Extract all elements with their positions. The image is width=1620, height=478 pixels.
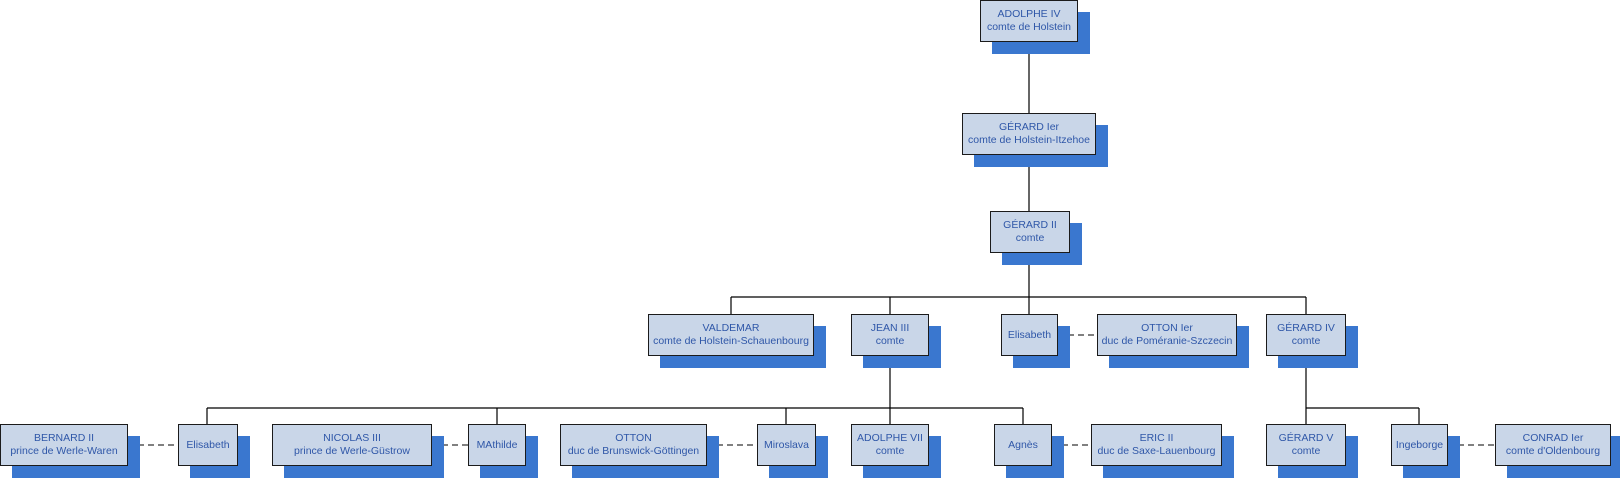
person-name: GÉRARD II [1003, 219, 1057, 231]
person-title: prince de Werle-Waren [10, 445, 118, 457]
person-name: OTTON [615, 432, 652, 444]
node-box: Agnès [994, 424, 1052, 466]
person-name: VALDEMAR [702, 322, 760, 334]
person-title: comte de Holstein-Itzehoe [968, 134, 1090, 146]
node-box: Elisabeth [178, 424, 238, 466]
person-title: comte [875, 335, 905, 347]
person-name: Miroslava [764, 438, 809, 451]
person-title: comte [875, 445, 905, 457]
person-title: duc de Brunswick-Göttingen [567, 445, 700, 457]
person-title: prince de Werle-Güstrow [294, 445, 410, 457]
person-name: GÉRARD IV [1277, 322, 1335, 334]
node-box: Elisabeth [1001, 314, 1058, 356]
person-name: GÉRARD V [1278, 432, 1334, 444]
person-title: comte de Holstein-Schauenbourg [653, 335, 809, 347]
person-name: ADOLPHE VII [857, 432, 923, 444]
node-box: Ingeborge [1391, 424, 1448, 466]
node-box: Miroslava [757, 424, 816, 466]
node-box: MAthilde [468, 424, 526, 466]
person-name: GÉRARD Ier [998, 121, 1060, 133]
person-title: comte [1291, 445, 1321, 457]
person-name: Elisabeth [1007, 328, 1052, 341]
person-name: Agnès [1008, 438, 1038, 451]
person-node-ingeborge: Ingeborge [1391, 424, 1460, 478]
person-name: JEAN III [870, 322, 910, 334]
person-title: comte [1015, 232, 1045, 244]
person-title: comte d'Oldenbourg [1505, 445, 1601, 457]
person-name: NICOLAS III [323, 432, 381, 444]
person-title: duc de Poméranie-Szczecin [1101, 335, 1233, 347]
person-name: ERIC II [1139, 432, 1174, 444]
person-name: Elisabeth [186, 438, 230, 451]
person-name: Ingeborge [1395, 438, 1444, 451]
person-title: comte de Holstein [986, 21, 1072, 33]
person-node-elisabeth-a: Elisabeth [1001, 314, 1070, 368]
person-node-elisabeth-b: Elisabeth [178, 424, 250, 478]
person-name: ADOLPHE IV [997, 8, 1061, 20]
person-node-mathilde: MAthilde [468, 424, 538, 478]
person-title: comte [1291, 335, 1321, 347]
person-name: BERNARD II [33, 432, 95, 444]
person-title: duc de Saxe-Lauenbourg [1097, 445, 1216, 457]
person-name: CONRAD Ier [1522, 432, 1584, 444]
person-node-miroslava: Miroslava [757, 424, 828, 478]
person-node-agnes: Agnès [994, 424, 1064, 478]
person-name: MAthilde [476, 438, 518, 451]
person-name: OTTON Ier [1141, 322, 1193, 334]
